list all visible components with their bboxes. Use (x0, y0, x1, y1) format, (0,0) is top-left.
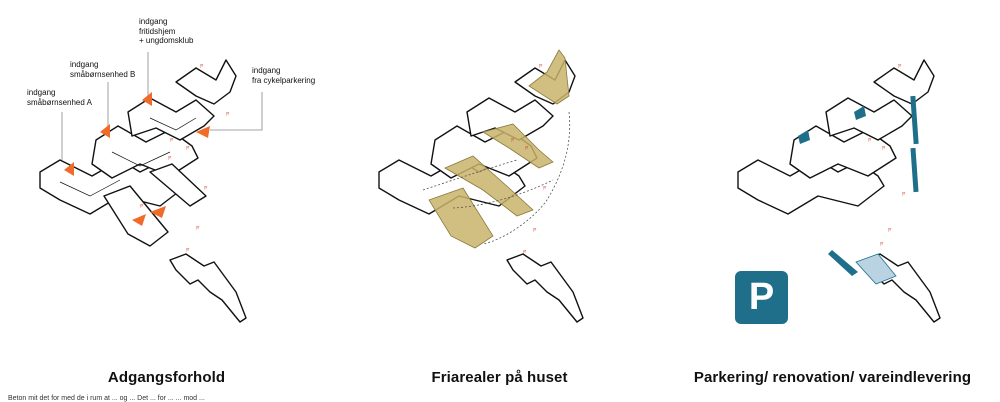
label-fritidshjem: indgang fritidshjem + ungdomsklub (139, 17, 194, 45)
svg-text:ʸʳ: ʸʳ (185, 247, 190, 254)
label-smaaboernsenhed-a: indgang småbørnsenhed A (27, 88, 92, 107)
svg-text:ʸʳ: ʸʳ (532, 227, 537, 234)
panel-adgangsforhold: ʸʳ ʸʳ ʸʳ ʸʳ ʸʳ ʸʳ ʸʳ ʸʳ ʸʳ indgang fritidshjem… (0, 0, 333, 402)
svg-text:ʸʳ: ʸʳ (139, 203, 144, 210)
svg-text:ʸʳ: ʸʳ (185, 145, 190, 152)
parking-badge: P (735, 271, 788, 324)
svg-text:ʸʳ: ʸʳ (169, 137, 174, 144)
svg-text:ʸʳ: ʸʳ (881, 145, 886, 152)
panel-title: Parkering/ renovation/ vareindlevering (693, 369, 972, 386)
svg-text:ʸʳ: ʸʳ (167, 155, 172, 162)
parking-lot (855, 253, 897, 285)
terrace-diagram: ʸʳ ʸʳ ʸʳ ʸʳ ʸʳ ʸʳ (378, 49, 584, 323)
svg-text:ʸʳ: ʸʳ (510, 137, 515, 144)
svg-text:ʸʳ: ʸʳ (901, 191, 906, 198)
entrance-arrow (64, 162, 74, 176)
svg-text:ʸʳ: ʸʳ (195, 225, 200, 232)
footer-text: Beton mit det for med de i rum at ... og… (8, 395, 205, 402)
svg-text:ʸʳ: ʸʳ (225, 111, 230, 118)
svg-text:ʸʳ: ʸʳ (538, 63, 543, 70)
panel-title: Friarealer på huset (431, 369, 568, 386)
svg-text:ʸʳ: ʸʳ (897, 63, 902, 70)
access-diagram: ʸʳ ʸʳ ʸʳ ʸʳ ʸʳ ʸʳ ʸʳ ʸʳ ʸʳ (39, 52, 263, 323)
svg-text:ʸʳ: ʸʳ (522, 249, 527, 256)
label-cykelparkering: indgang fra cykelparkering (252, 66, 316, 85)
svg-text:ʸʳ: ʸʳ (199, 63, 204, 70)
svg-text:ʸʳ: ʸʳ (524, 145, 529, 152)
svg-text:ʸʳ: ʸʳ (887, 227, 892, 234)
label-smaaboernsenhed-b: indgang småbørnsenhed B (70, 60, 136, 79)
parking-strip (910, 95, 919, 145)
svg-text:ʸʳ: ʸʳ (879, 241, 884, 248)
svg-text:ʸʳ: ʸʳ (867, 137, 872, 144)
terrace-area (428, 187, 494, 249)
svg-text:ʸʳ: ʸʳ (203, 185, 208, 192)
panel-friarealer: ʸʳ ʸʳ ʸʳ ʸʳ ʸʳ ʸʳ Friarealer på huset (333, 0, 666, 402)
panel-title: Adgangsforhold (107, 369, 226, 386)
svg-text:ʸʳ: ʸʳ (542, 185, 547, 192)
